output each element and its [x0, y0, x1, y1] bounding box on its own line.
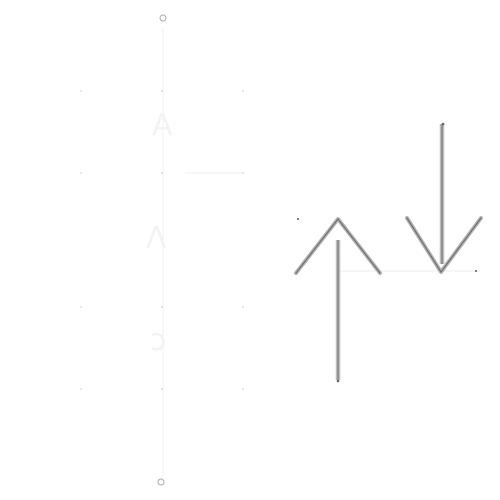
grid-dot: [161, 172, 163, 174]
edge-tick: [475, 270, 477, 272]
ghost-glyph: ɔ: [150, 323, 166, 358]
arrow-up-shaft: [335, 240, 341, 380]
drag-handle-icon[interactable]: [159, 14, 167, 22]
grid-dot: [80, 388, 82, 390]
arrow-down-tail-dot: [441, 122, 445, 126]
grid-dot: [242, 388, 244, 390]
arrow-down-shaft: [439, 124, 445, 264]
grid-dot: [80, 90, 82, 92]
arrow-down-head: [406, 217, 482, 273]
grid-dot: [242, 90, 244, 92]
grid-dot: [242, 172, 244, 174]
arrow-up-icon[interactable]: [294, 217, 382, 383]
grid-dot: [80, 172, 82, 174]
ghost-glyph: A: [152, 108, 173, 143]
grid-dot: [161, 90, 163, 92]
top-drag-handle[interactable]: [159, 14, 167, 22]
grid-dot: [80, 306, 82, 308]
edge-tick: [297, 218, 299, 220]
ghost-glyph: Λ: [146, 221, 167, 256]
grid-dot: [161, 388, 163, 390]
bottom-drag-handle[interactable]: [157, 478, 165, 486]
grid-dot: [161, 306, 163, 308]
grid-dot: [242, 306, 244, 308]
grid-guides: [80, 90, 244, 390]
arrow-up-tail-dot: [336, 379, 340, 383]
arrow-up-head: [295, 218, 381, 274]
drag-handle-icon[interactable]: [157, 478, 165, 486]
arrow-down-icon[interactable]: [405, 122, 483, 274]
